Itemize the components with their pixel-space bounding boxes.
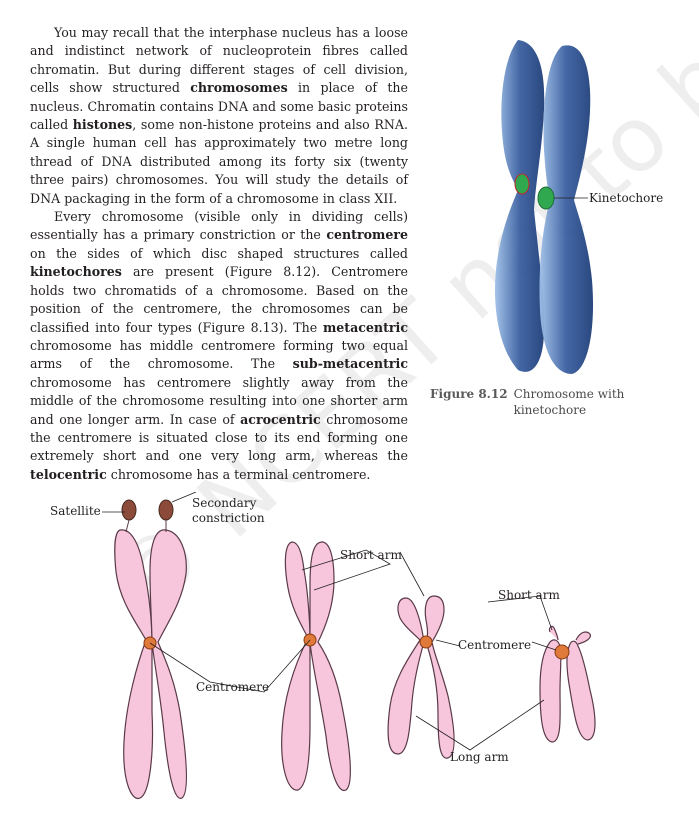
- chromosome-types-svg: [102, 491, 596, 800]
- centromere-3: [419, 635, 433, 649]
- kinetochore-right: [537, 186, 555, 210]
- text-run: You may recall that the interphase nucle…: [30, 25, 408, 96]
- sub-metacentric-chromosome: [281, 541, 351, 791]
- text-run: are present (Figure 8.12). Centromere ho…: [30, 264, 408, 335]
- term-chromosomes: chromosomes: [190, 80, 288, 96]
- label-secondary-constriction: Secondary constriction: [192, 496, 265, 526]
- centromere-leader: [149, 639, 311, 693]
- label-short-arm-2: Short arm: [498, 588, 560, 602]
- term-histones: histones: [72, 117, 133, 133]
- centromere-leader-2: [435, 639, 461, 647]
- text-run: chromosome has a terminal centromere.: [106, 466, 371, 482]
- satellite-right: [158, 499, 174, 521]
- satellite-left: [121, 499, 137, 521]
- term-metacentric: metacentric: [322, 319, 408, 335]
- metacentric-with-satellite: [114, 529, 188, 800]
- label-secondary-line-2: constriction: [192, 511, 265, 525]
- label-centromere-left: Centromere: [196, 680, 270, 694]
- term-acrocentric: acrocentric: [240, 411, 321, 427]
- secondary-constriction-left: [125, 519, 130, 533]
- term-telocentric: telocentric: [30, 466, 107, 482]
- label-satellite: Satellite: [50, 504, 101, 518]
- term-kinetochores: kinetochores: [30, 264, 122, 280]
- kinetochore-label: Kinetochore: [589, 191, 664, 205]
- text-run: chromosome the centromere is situated cl…: [30, 411, 409, 464]
- term-centromere: centromere: [326, 227, 408, 243]
- text-run: on the sides of which disc shaped struct…: [30, 245, 408, 261]
- centromere-leader-3: [531, 641, 557, 651]
- term-sub-metacentric: sub-metacentric: [292, 356, 408, 372]
- chromosome-types-diagram: Satellite Secondary constriction Short a…: [40, 491, 660, 812]
- label-secondary-line-1: Secondary: [192, 496, 257, 510]
- caption-number: Figure 8.12: [430, 387, 508, 401]
- text-run: , some non-histone proteins and also RNA…: [30, 117, 408, 206]
- text-run: chromosome has centromere slightly away …: [30, 374, 408, 427]
- centromere-4: [554, 644, 570, 660]
- text-run: Every chromosome (visible only in dividi…: [30, 209, 408, 243]
- chromosome-photo: [494, 40, 594, 374]
- label-centromere-right: Centromere: [458, 638, 532, 652]
- long-arm-leader: [415, 699, 545, 751]
- caption-text: Chromosome with kinetochore: [513, 387, 625, 417]
- chromatid-left: [494, 40, 545, 372]
- kinetochore-left: [514, 173, 530, 195]
- text-run: in place of the nucleus. Chromatin conta…: [30, 80, 408, 133]
- short-arm-leader-1: [301, 549, 391, 591]
- chromatid-right: [539, 45, 594, 374]
- short-arm-leader-2: [487, 595, 553, 631]
- body-text: You may recall that the interphase nucle…: [30, 24, 408, 484]
- figure-8-12-caption: Figure 8.12 Chromosome with kinetochore: [430, 386, 660, 418]
- short-arm-leader-1b: [399, 551, 425, 597]
- text-run: chromosome has middle centromere forming…: [30, 337, 408, 372]
- label-long-arm: Long arm: [450, 750, 509, 764]
- label-short-arm-1: Short arm: [340, 548, 402, 562]
- secondary-constriction-leader: [171, 491, 197, 503]
- telocentric-chromosome: [539, 625, 596, 743]
- paragraph-2: Every chromosome (visible only in dividi…: [30, 208, 408, 484]
- paragraph-1: You may recall that the interphase nucle…: [30, 24, 408, 208]
